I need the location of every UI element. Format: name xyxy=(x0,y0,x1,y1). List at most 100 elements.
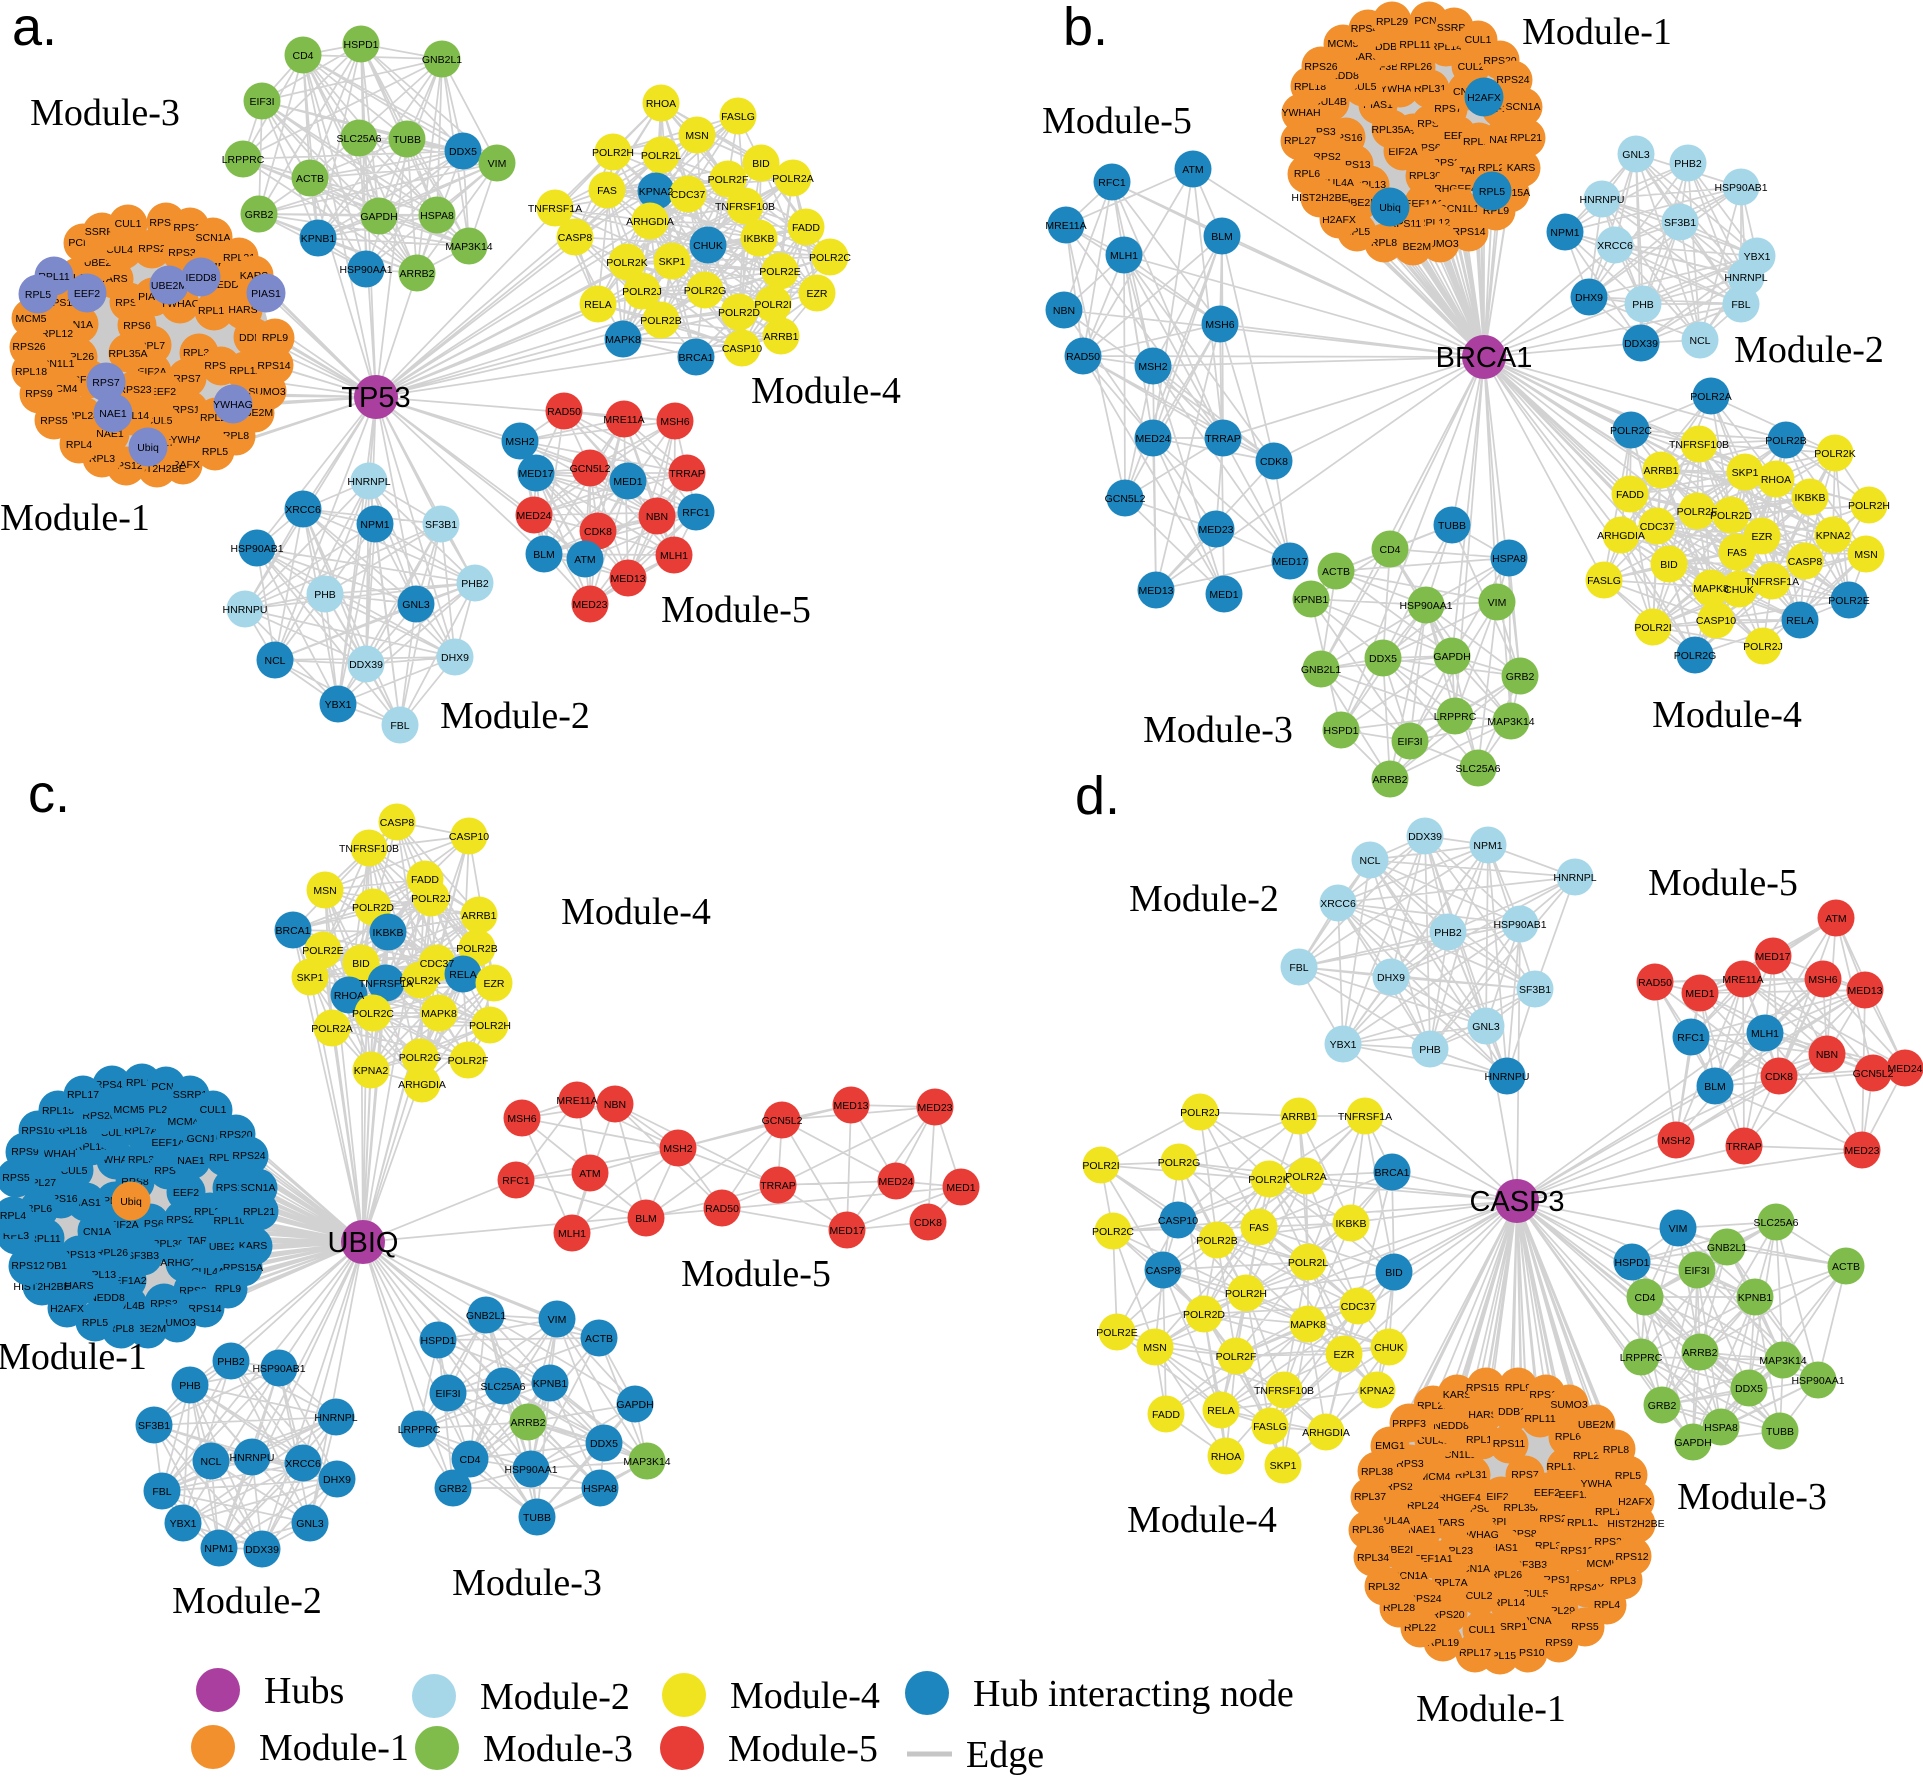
svg-text:GRB2: GRB2 xyxy=(1648,1400,1677,1412)
svg-text:POLR2C: POLR2C xyxy=(352,1008,394,1020)
svg-text:GNL3: GNL3 xyxy=(402,599,430,611)
svg-text:ARRB1: ARRB1 xyxy=(1643,465,1678,477)
svg-text:GRB2: GRB2 xyxy=(439,1483,468,1495)
svg-text:CASP10: CASP10 xyxy=(1158,1215,1198,1227)
svg-text:GNL3: GNL3 xyxy=(296,1518,324,1530)
svg-text:GNB2L1: GNB2L1 xyxy=(466,1310,506,1322)
svg-text:MAPK8: MAPK8 xyxy=(1290,1319,1326,1331)
svg-text:NCL: NCL xyxy=(200,1456,221,1468)
svg-text:DDX39: DDX39 xyxy=(349,659,383,671)
svg-text:Hub interacting node: Hub interacting node xyxy=(973,1673,1294,1715)
svg-text:BRCA1: BRCA1 xyxy=(1436,342,1533,374)
svg-text:NPM1: NPM1 xyxy=(1550,227,1579,239)
svg-text:XRCC6: XRCC6 xyxy=(285,1458,321,1470)
svg-text:EMG1: EMG1 xyxy=(1375,1440,1405,1452)
svg-text:MSH2: MSH2 xyxy=(1661,1135,1690,1147)
svg-text:VIM: VIM xyxy=(1669,1223,1688,1235)
svg-text:POLR2F: POLR2F xyxy=(708,174,749,186)
svg-text:MSN: MSN xyxy=(1143,1342,1166,1354)
svg-text:CUL1: CUL1 xyxy=(115,218,142,230)
svg-text:TNFRSF1A: TNFRSF1A xyxy=(528,203,582,215)
svg-text:Module-4: Module-4 xyxy=(561,891,711,933)
svg-text:HNRNPL: HNRNPL xyxy=(1724,272,1767,284)
svg-text:TRRAP: TRRAP xyxy=(669,468,705,480)
svg-text:TUBB: TUBB xyxy=(1438,520,1466,532)
svg-text:RPL6: RPL6 xyxy=(1294,168,1320,180)
svg-text:EZR: EZR xyxy=(1752,531,1773,543)
svg-text:CASP3: CASP3 xyxy=(1469,1186,1564,1218)
svg-text:ARHGDIA: ARHGDIA xyxy=(398,1079,446,1091)
svg-text:EIF3I: EIF3I xyxy=(1397,736,1422,748)
svg-text:FBL: FBL xyxy=(1731,299,1750,311)
svg-text:POLR2G: POLR2G xyxy=(1158,1157,1201,1169)
svg-text:HIST2H2BE: HIST2H2BE xyxy=(1607,1518,1664,1530)
svg-text:MSH6: MSH6 xyxy=(1205,319,1234,331)
svg-text:TUBB: TUBB xyxy=(523,1512,551,1524)
svg-text:POLR2H: POLR2H xyxy=(469,1020,511,1032)
svg-text:LRPPRC: LRPPRC xyxy=(1434,711,1477,723)
svg-text:DHX9: DHX9 xyxy=(323,1474,351,1486)
svg-text:GCN5L2: GCN5L2 xyxy=(762,1115,803,1127)
svg-text:MED1: MED1 xyxy=(1209,589,1238,601)
svg-text:IEDD8: IEDD8 xyxy=(186,272,217,284)
svg-text:HSP90AB1: HSP90AB1 xyxy=(230,543,283,555)
svg-text:RPS14: RPS14 xyxy=(257,360,290,372)
svg-text:ARHGDIA: ARHGDIA xyxy=(626,216,674,228)
svg-text:BID: BID xyxy=(752,158,770,170)
svg-text:RPL5: RPL5 xyxy=(82,1317,108,1329)
svg-text:HNRNPU: HNRNPU xyxy=(1485,1071,1530,1083)
svg-text:YBX1: YBX1 xyxy=(325,699,352,711)
svg-text:MED24: MED24 xyxy=(1887,1063,1922,1075)
svg-text:DHX9: DHX9 xyxy=(1377,972,1405,984)
svg-text:POLR2K: POLR2K xyxy=(399,975,440,987)
svg-text:NPM1: NPM1 xyxy=(1473,840,1502,852)
svg-text:RELA: RELA xyxy=(584,299,611,311)
svg-text:XRCC6: XRCC6 xyxy=(1320,898,1356,910)
svg-text:Module-1: Module-1 xyxy=(0,1336,147,1378)
svg-text:POLR2C: POLR2C xyxy=(1092,1226,1134,1238)
svg-text:POLR2B: POLR2B xyxy=(456,943,497,955)
svg-text:KPNB1: KPNB1 xyxy=(533,1378,568,1390)
svg-text:NBN: NBN xyxy=(646,511,668,523)
svg-text:ATM: ATM xyxy=(1182,164,1203,176)
svg-text:CHUK: CHUK xyxy=(693,240,723,252)
svg-text:POLR2D: POLR2D xyxy=(1710,510,1752,522)
svg-text:UBE2M: UBE2M xyxy=(1578,1419,1614,1431)
svg-text:POLR2G: POLR2G xyxy=(1674,650,1717,662)
svg-text:MSN: MSN xyxy=(1854,549,1877,561)
svg-text:EZR: EZR xyxy=(807,288,828,300)
svg-text:HNRNPL: HNRNPL xyxy=(1553,872,1596,884)
svg-text:Ubiq: Ubiq xyxy=(120,1196,142,1208)
svg-text:PHB: PHB xyxy=(1419,1044,1441,1056)
svg-text:KPNA2: KPNA2 xyxy=(1360,1385,1395,1397)
svg-text:CD4: CD4 xyxy=(459,1454,480,1466)
svg-text:BID: BID xyxy=(1385,1267,1403,1279)
svg-text:RPS11: RPS11 xyxy=(1493,1438,1526,1450)
svg-text:ARRB2: ARRB2 xyxy=(1682,1347,1717,1359)
svg-text:RPL34: RPL34 xyxy=(1357,1552,1389,1564)
svg-text:PHB: PHB xyxy=(1632,299,1654,311)
svg-text:CDK8: CDK8 xyxy=(1765,1071,1793,1083)
svg-text:FAS: FAS xyxy=(597,185,617,197)
svg-text:MED13: MED13 xyxy=(1847,985,1882,997)
svg-text:d.: d. xyxy=(1075,766,1120,826)
svg-text:CASP8: CASP8 xyxy=(558,232,593,244)
svg-text:Module-2: Module-2 xyxy=(1129,878,1279,920)
svg-text:RFC1: RFC1 xyxy=(682,507,710,519)
svg-text:TNFRSF1A: TNFRSF1A xyxy=(1338,1111,1392,1123)
svg-text:NCL: NCL xyxy=(1359,855,1380,867)
svg-text:TUBB: TUBB xyxy=(1766,1426,1794,1438)
svg-text:MSN: MSN xyxy=(313,885,336,897)
svg-text:Module-2: Module-2 xyxy=(1734,329,1884,371)
svg-text:EIF3I: EIF3I xyxy=(1684,1265,1709,1277)
svg-text:HSP90AB1: HSP90AB1 xyxy=(252,1363,305,1375)
svg-text:GAPDH: GAPDH xyxy=(360,211,397,223)
svg-text:TARS: TARS xyxy=(1437,1517,1464,1529)
svg-text:GNB2L1: GNB2L1 xyxy=(1707,1242,1747,1254)
svg-text:NAE1: NAE1 xyxy=(99,408,127,420)
svg-text:ACTB: ACTB xyxy=(1832,1261,1860,1273)
svg-text:FASLG: FASLG xyxy=(1587,575,1621,587)
svg-text:MCM5: MCM5 xyxy=(114,1104,145,1116)
svg-text:POLR2J: POLR2J xyxy=(1180,1107,1220,1119)
svg-text:CDK8: CDK8 xyxy=(914,1217,942,1229)
